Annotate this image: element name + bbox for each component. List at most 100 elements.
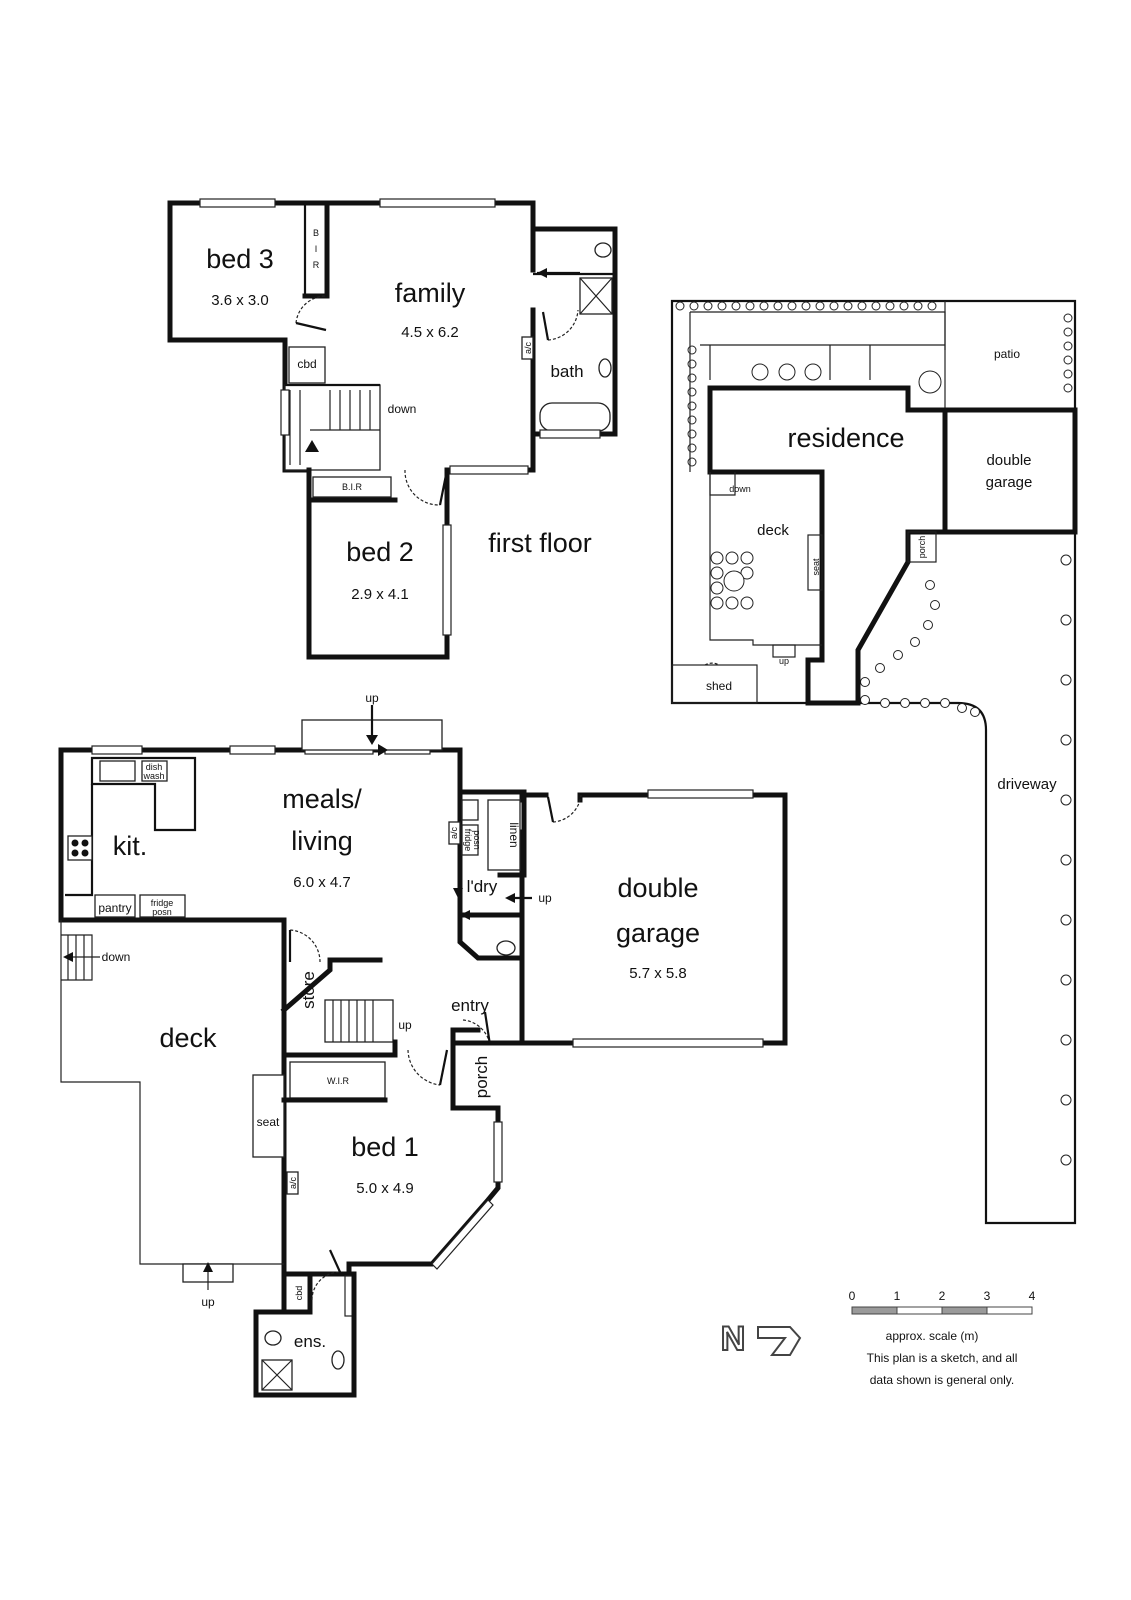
ground-floor-plan: meals/ living 6.0 x 4.7 kit. dish wash p…: [58, 691, 788, 1398]
shrub-icon: [927, 301, 937, 311]
shrub-icon: [801, 301, 811, 311]
bed3-size: 3.6 x 3.0: [211, 292, 269, 309]
porch-door-leaf: [483, 1011, 492, 1046]
shrub-icon: [1060, 1034, 1072, 1046]
bed3-door-swing: [295, 295, 327, 324]
garage-door-swing: [552, 794, 582, 823]
north-arrow-icon: [757, 1326, 802, 1356]
deck-down-label: down: [102, 950, 131, 964]
shrub-icon: [687, 401, 697, 411]
garage-size: 5.7 x 5.8: [629, 965, 687, 982]
site-plan: patio residence double garage down deck …: [670, 299, 1078, 1225]
bed1-label: bed 1: [351, 1132, 419, 1162]
bir-letter: R: [313, 260, 320, 270]
bed2-wall: [306, 467, 398, 503]
shrub-icon: [740, 551, 754, 565]
shrub-icon: [687, 415, 697, 425]
plant-icon: [778, 363, 796, 381]
stair-treads: [289, 390, 380, 465]
cbd-cupboard: [288, 346, 326, 384]
stair-wall: [281, 1039, 398, 1058]
north-compass: N: [720, 1319, 802, 1359]
basin-fixture: [331, 1350, 345, 1370]
north-letter: N: [721, 1320, 746, 1358]
deck-up-label: up: [201, 1295, 215, 1309]
cbd-label: cbd: [297, 357, 316, 371]
plant-icon: [751, 363, 769, 381]
dishwash-label-2: wash: [142, 771, 164, 781]
scale-segment: [986, 1306, 1033, 1315]
ac-label: a/c: [523, 342, 533, 355]
bath-label: bath: [550, 362, 583, 381]
site-shed: [671, 664, 758, 704]
shrub-icon: [843, 301, 853, 311]
shrub-icon: [1063, 383, 1073, 393]
down-label: down: [388, 402, 417, 416]
bed2-size: 2.9 x 4.1: [351, 586, 409, 603]
down-arrow-icon: [305, 440, 319, 452]
shrub-icon: [923, 620, 933, 630]
bed3-label: bed 3: [206, 244, 274, 274]
bed3-wall: [302, 200, 330, 299]
garden-bed-line: [690, 311, 946, 350]
shrub-icon: [687, 359, 697, 369]
shrub-icon: [900, 698, 910, 708]
kitchen-label: kit.: [113, 831, 148, 861]
shrub-icon: [687, 345, 697, 355]
shrub-icon: [759, 301, 769, 311]
scale-tick: 4: [1029, 1289, 1036, 1303]
site-garage-label-2: garage: [986, 474, 1033, 491]
ground-stair: [324, 999, 394, 1043]
store-label: store: [299, 971, 318, 1009]
first-floor-heading: first floor: [488, 528, 592, 558]
burner: [71, 849, 79, 857]
entry-label: entry: [451, 996, 489, 1015]
shrub-icon: [731, 301, 741, 311]
shower-cross: [579, 277, 613, 315]
bed1-ac-label: a/c: [288, 1177, 298, 1190]
shrub-icon: [880, 698, 890, 708]
bath-door-swing: [547, 309, 579, 341]
small-fridge-label-2: posn: [472, 830, 482, 850]
site-deck-label: deck: [757, 522, 789, 539]
shrub-icon: [871, 301, 881, 311]
shrub-icon: [1060, 794, 1072, 806]
bed2-door-leaf: [438, 469, 449, 506]
entry-door-leaf: [438, 1049, 449, 1086]
shrub-icon: [1063, 369, 1073, 379]
shrub-icon: [815, 301, 825, 311]
bed2-bir-label: B.I.R: [342, 482, 363, 492]
shrub-icon: [687, 373, 697, 383]
shrub-icon: [717, 301, 727, 311]
cooktop: [67, 835, 93, 861]
window: [493, 1121, 503, 1183]
small-fridge-label-1: fridge: [463, 829, 473, 852]
deck-outline: [60, 920, 284, 1265]
bath-door-leaf: [541, 311, 550, 341]
arrow-icon: [378, 744, 388, 756]
laundry-label: l'dry: [467, 877, 498, 896]
bed2-bir: [312, 476, 392, 498]
hedge-right: [1063, 313, 1073, 393]
kitchen-side-bench: [65, 784, 94, 897]
shrub-icon: [875, 663, 885, 673]
ensuite-door-leaf: [328, 1249, 342, 1273]
site-deck-steps-bottom: [772, 644, 796, 658]
shrub-icon: [687, 429, 697, 439]
shrub-icon: [1060, 554, 1072, 566]
site-up-label: up: [779, 656, 789, 666]
shrub-icon: [1060, 734, 1072, 746]
shrub-icon: [913, 301, 923, 311]
window: [229, 745, 276, 755]
site-garage-label-1: double: [986, 452, 1031, 469]
site-deck-seat: [807, 534, 823, 591]
burner: [81, 849, 89, 857]
basin-fixture: [598, 358, 612, 378]
arrow-icon: [453, 888, 463, 898]
bir-letter: B: [313, 228, 319, 238]
shed-door: [704, 662, 720, 666]
shrub-icon: [723, 570, 745, 592]
ac-unit-bed1: [286, 1171, 299, 1195]
scale-label: approx. scale (m): [886, 1329, 979, 1343]
